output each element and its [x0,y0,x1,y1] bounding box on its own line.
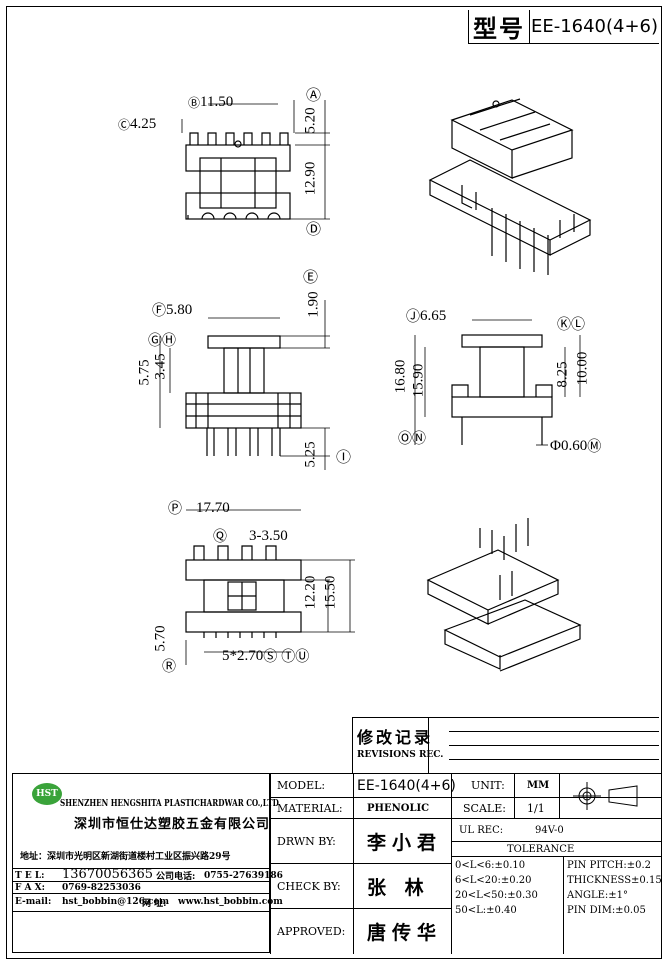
revisions-title-en: REVISIONS REC. [357,750,444,760]
marker-i: Ⓘ [336,450,352,466]
company-name-en: SHENZHEN HENGSHITA PLASTICHARDWAR CO.,LT… [60,799,279,809]
tel-value: 13670056365 [62,868,153,881]
marker-b: Ⓑ [188,96,201,110]
tol-0: 0<L<6:±0.10 [455,860,526,871]
company-logo: HST [32,783,62,805]
dim-e-value: 1.90 [305,291,322,318]
fax-label: F A X: [15,882,45,893]
marker-j: Ⓙ [406,310,420,325]
marker-d: Ⓓ [306,222,322,238]
dim-r-value: 5.70 [152,625,169,652]
material-label: MATERIAL: [277,801,343,815]
marker-m: Ⓜ [587,440,602,455]
dim-q-value: 3-3.50 [249,527,288,544]
dim-n-value: 16.80 [392,359,409,394]
model-code-box: EE-1640(4+6) [529,10,659,44]
revisions-table: 修改记录 REVISIONS REC. [352,717,659,774]
check-label: CHECK BY: [277,879,341,893]
web-value: www.hst_bobbin.com [178,897,283,907]
tol-right-1: THICKNESS±0.15 [567,875,662,886]
dim-p: Ⓟ 17.70 [168,498,230,518]
company-block: HST SHENZHEN HENGSHITA PLASTICHARDWAR CO… [12,773,283,953]
dim-q: Ⓠ 3-3.50 [213,526,288,546]
dim-g-value: 5.75 [136,359,153,386]
approved-label: APPROVED: [277,924,346,938]
scale-value: 1/1 [527,801,545,815]
marker-q: Ⓠ [213,530,227,545]
marker-c: Ⓒ [118,118,131,132]
ul-label: UL REC: [459,824,504,836]
dim-h-value: 3.45 [152,353,169,380]
email-label: E-mail: [15,897,52,907]
logo-text: HST [36,789,58,799]
company-tel-label: 公司电话: [156,872,196,881]
fax-value: 0769-82253036 [62,882,141,893]
web-label: 网 址: [142,898,167,909]
type-label: 型号 [473,14,525,43]
marker-e: Ⓔ [303,270,319,286]
model-value: EE-1640(4+6) [357,777,456,794]
tol-right-3: PIN DIM:±0.05 [567,905,646,916]
tolerance-label: TOLERANCE [507,843,575,855]
marker-s: Ⓢ [263,650,278,665]
marker-kl: ⓀⓁ [557,318,585,333]
ul-value: 94V-0 [535,824,564,836]
dim-k-value: 8.25 [554,361,571,388]
email-value: hst_bobbin@126.com [62,897,170,907]
model-label: MODEL: [277,779,326,792]
pitch-value: 5*2.70 [222,647,264,664]
dim-p-value: 17.70 [196,499,230,516]
dim-mid-value: 12.90 [302,161,319,196]
model-code: EE-1640(4+6) [530,16,659,37]
tol-right-0: PIN PITCH:±0.2 [567,860,651,871]
tol-2: 20<L<50:±0.30 [455,890,538,901]
marker-gh: ⒼⒽ [148,334,176,349]
pin-dia-value: Φ0.60 [550,437,588,454]
marker-f: Ⓕ [152,304,166,319]
projection-symbol [573,782,638,810]
marker-p: Ⓟ [168,502,182,517]
unit-label: UNIT: [471,779,505,792]
dim-a-value: 5.20 [302,107,319,134]
title-block: MODEL: MATERIAL: DRWN BY: CHECK BY: APPR… [270,773,662,954]
company-name-cn: 深圳市恒仕达塑胶五金有限公司 [74,817,271,832]
dim-c-value: 4.25 [130,116,157,132]
scale-label: SCALE: [463,801,506,815]
type-label-box: 型号 [468,10,529,44]
tel-label: T E L: [15,870,45,881]
dim-t-value: 12.20 [302,575,319,610]
unit-value: MM [527,780,550,791]
dim-o-value: 15.90 [410,363,427,398]
dim-j-value: 6.65 [420,307,447,324]
tol-right-2: ANGLE:±1° [567,890,629,901]
marker-a: Ⓐ [306,88,322,104]
company-tel-value: 0755-27639186 [204,870,283,881]
marker-on: ⓄⓃ [398,432,426,447]
revisions-title-cn: 修改记录 [357,728,434,747]
drawing-sheet [6,6,662,959]
marker-tu: ⓉⓊ [281,650,310,665]
check-value: 张 林 [367,876,430,899]
material-value: PHENOLIC [367,802,430,814]
dim-l-value: 10.00 [574,351,591,386]
dim-i-value: 5.25 [302,441,319,468]
tol-3: 50<L:±0.40 [455,905,517,916]
dim-b-value: 11.50 [200,94,234,110]
marker-r: Ⓡ [162,660,176,675]
drawn-label: DRWN BY: [277,834,336,848]
tol-1: 6<L<20:±0.20 [455,875,532,886]
approved-value: 唐传华 [367,921,443,944]
drawn-value: 李小君 [367,831,443,854]
dim-f-value: 5.80 [166,301,193,318]
company-address: 地址：深圳市光明区新湖街道楼村工业区振兴路29号 [20,852,231,862]
dim-u-value: 15.50 [322,575,339,610]
